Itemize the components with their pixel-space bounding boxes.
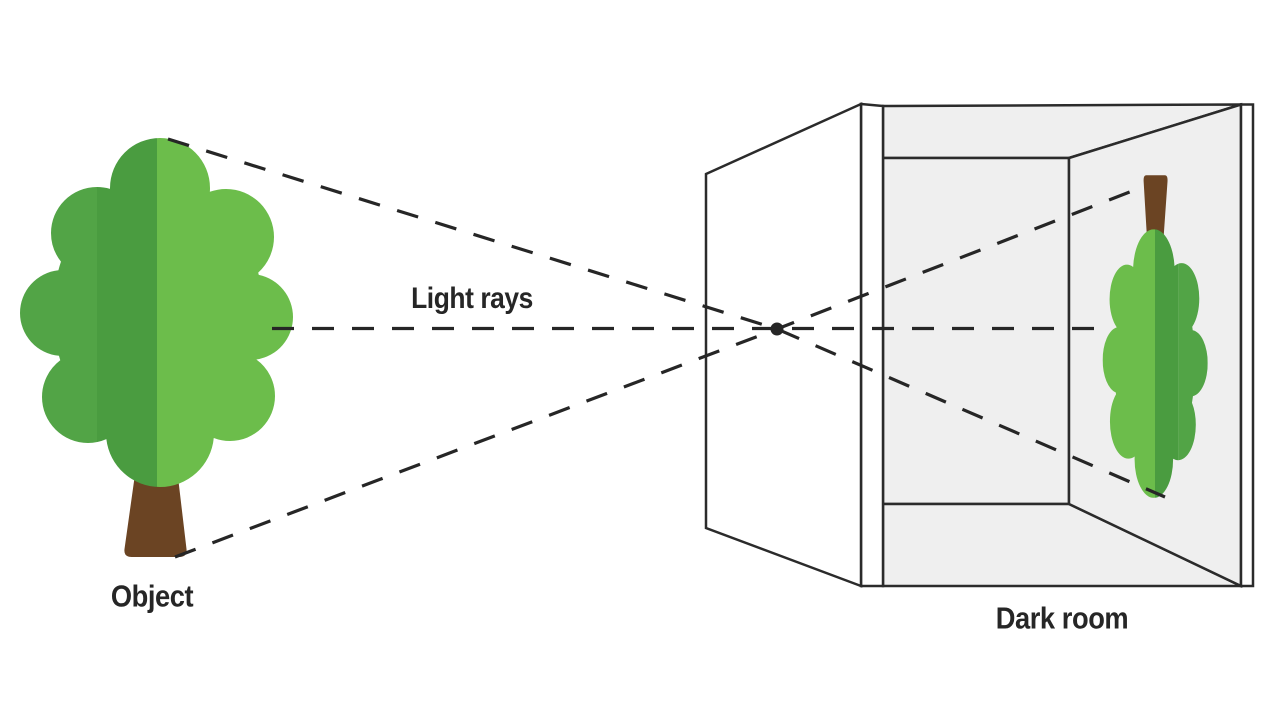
room-side-wall <box>881 156 1071 506</box>
pinhole-dot <box>770 322 784 336</box>
tree-icon <box>15 130 298 557</box>
front-wall <box>704 102 863 588</box>
front-wall-edge <box>859 102 885 588</box>
right-wall-edge <box>1239 103 1255 588</box>
light-ray-top <box>167 137 1166 499</box>
dark-room-box <box>704 102 1255 588</box>
object-label: Object <box>110 578 194 614</box>
light-rays-label: Light rays <box>411 282 533 315</box>
dark-room-label: Dark room <box>995 600 1129 636</box>
